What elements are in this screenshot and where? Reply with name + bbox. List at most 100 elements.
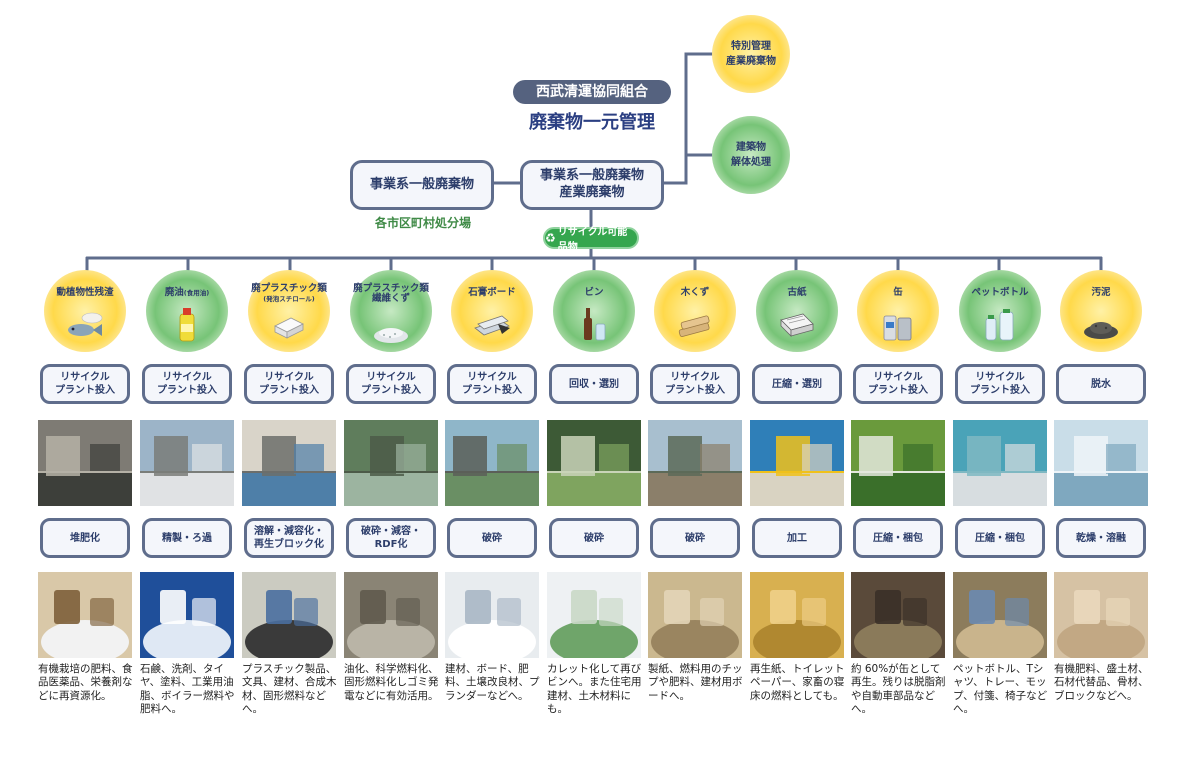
- branch-label-line1: 特別管理: [731, 41, 771, 52]
- process-step-2-label: 破砕・減容・ RDF化: [361, 526, 421, 550]
- process-step-2: 堆肥化: [40, 518, 130, 558]
- product-photo: [38, 572, 132, 658]
- branch-label-line2: 産業廃棄物: [726, 56, 776, 67]
- process-step-2-label: 精製・ろ過: [162, 532, 212, 544]
- category-name-line: 動植物性残渣: [56, 287, 114, 298]
- newspaper-icon: [777, 304, 817, 344]
- process-step-2-label: 加工: [787, 532, 807, 544]
- can-icon: [878, 304, 918, 344]
- category-label: 廃油(食用油): [146, 287, 228, 298]
- gypsum-board-icon: [472, 304, 512, 344]
- process-step-2-label: 堆肥化: [70, 532, 100, 544]
- process-photo: [750, 420, 844, 506]
- pet-bottle-icon: [980, 304, 1020, 344]
- main-box-line1: 事業系一般廃棄物: [539, 168, 644, 184]
- recycling-description: ペットボトル、Tシャツ、トレー、モップ、付箋、椅子などへ。: [953, 663, 1048, 716]
- process-step-1-label: リサイクル プラント投入: [259, 372, 319, 396]
- special-industrial-waste-node: 特別管理 産業廃棄物: [712, 15, 790, 93]
- category-label: 石膏ボード: [451, 287, 533, 298]
- category-name-line: ビン: [584, 287, 604, 298]
- category-name-line: 廃プラスチック類(発泡スチロール): [251, 283, 327, 304]
- category-node: 廃プラスチック類繊維くず: [350, 270, 432, 352]
- category-name-line: 汚泥: [1091, 287, 1111, 298]
- process-step-2-label: 乾燥・溶融: [1076, 532, 1126, 544]
- product-photo: [445, 572, 539, 658]
- product-photo: [1054, 572, 1148, 658]
- page-title: 廃棄物一元管理: [529, 112, 655, 133]
- oil-bottle-icon: [167, 304, 207, 344]
- category-label: ペットボトル: [959, 287, 1041, 298]
- category-node: 汚泥: [1060, 270, 1142, 352]
- process-step-1-label: 回収・選別: [569, 378, 619, 390]
- process-step-1-label: リサイクル プラント投入: [868, 372, 928, 396]
- process-photo: [445, 420, 539, 506]
- category-node: 廃プラスチック類(発泡スチロール): [248, 270, 330, 352]
- process-step-2: 破砕・減容・ RDF化: [346, 518, 436, 558]
- process-step-2-label: 破砕: [482, 532, 502, 544]
- sludge-icon: [1081, 304, 1121, 344]
- category-node: 石膏ボード: [451, 270, 533, 352]
- category-note: (発泡スチロール): [263, 295, 315, 304]
- process-step-2-label: 圧縮・梱包: [975, 532, 1025, 544]
- process-step-1-label: リサイクル プラント投入: [970, 372, 1030, 396]
- wood-icon: [675, 304, 715, 344]
- recycling-description: 約 60%が缶として再生。残りは脱脂剤や自動車部品などへ。: [851, 663, 946, 716]
- recycling-description: 有機栽培の肥料、食品医薬品、栄養剤などに再資源化。: [38, 663, 133, 702]
- fiber-pile-icon: [371, 308, 411, 348]
- process-photo: [648, 420, 742, 506]
- category-label: 汚泥: [1060, 287, 1142, 298]
- category-node: 動植物性残渣: [44, 270, 126, 352]
- process-step-1-label: リサイクル プラント投入: [665, 372, 725, 396]
- category-node: 木くず: [654, 270, 736, 352]
- process-photo: [953, 420, 1047, 506]
- process-step-2: 圧縮・梱包: [955, 518, 1045, 558]
- category-label: 木くず: [654, 287, 736, 298]
- category-node: 缶: [857, 270, 939, 352]
- municipal-disposal-label: 各市区町村処分場: [374, 216, 471, 230]
- process-step-2: 圧縮・梱包: [853, 518, 943, 558]
- process-photo: [38, 420, 132, 506]
- recycling-description: 建材、ボード、肥料、土壌改良材、プランダーなどへ。: [445, 663, 540, 702]
- category-label: 缶: [857, 287, 939, 298]
- category-name-line: 缶: [893, 287, 903, 298]
- process-photo: [242, 420, 336, 506]
- category-label: 廃プラスチック類(発泡スチロール): [248, 283, 330, 305]
- category-name-line: 古紙: [787, 287, 807, 298]
- process-photo: [547, 420, 641, 506]
- process-step-1: リサイクル プラント投入: [955, 364, 1045, 404]
- recycling-description: 油化、科学燃料化、固形燃料化しゴミ発電などに有効活用。: [344, 663, 439, 702]
- product-photo: [750, 572, 844, 658]
- category-name-line: 廃プラスチック類: [353, 283, 429, 294]
- recycling-description: 石鹸、洗剤、タイヤ、塗料、工業用油脂、ボイラー燃料や肥料へ。: [140, 663, 235, 716]
- recycling-description: 再生紙、トイレットペーパー、家畜の寝床の燃料としても。: [750, 663, 845, 702]
- building-demolition-node: 建築物 解体処理: [712, 116, 790, 194]
- process-step-1-label: リサイクル プラント投入: [157, 372, 217, 396]
- municipal-waste-box: 事業系一般廃棄物: [350, 160, 494, 210]
- category-label: 動植物性残渣: [44, 287, 126, 298]
- category-label: 廃プラスチック類繊維くず: [350, 283, 432, 305]
- product-photo: [953, 572, 1047, 658]
- process-step-2: 溶解・減容化・ 再生ブロック化: [244, 518, 334, 558]
- municipal-box-label: 事業系一般廃棄物: [369, 176, 474, 192]
- process-step-2: 破砕: [549, 518, 639, 558]
- process-step-1-label: リサイクル プラント投入: [361, 372, 421, 396]
- recycle-icon: ♻: [545, 231, 556, 245]
- fish-icon: [65, 304, 105, 344]
- product-photo: [344, 572, 438, 658]
- category-name-line: 繊維くず: [371, 293, 410, 305]
- category-name-line: 石膏ボード: [468, 287, 516, 298]
- process-step-1-label: 圧縮・選別: [772, 378, 822, 390]
- process-step-1: 回収・選別: [549, 364, 639, 404]
- recyclable-badge-label: リサイクル可能品物: [557, 227, 628, 253]
- process-step-1: リサイクル プラント投入: [244, 364, 334, 404]
- process-step-2: 加工: [752, 518, 842, 558]
- process-step-1: リサイクル プラント投入: [40, 364, 130, 404]
- process-step-2: 乾燥・溶融: [1056, 518, 1146, 558]
- category-note: (食用油): [183, 289, 210, 297]
- process-photo: [851, 420, 945, 506]
- category-label: 古紙: [756, 287, 838, 298]
- category-node: ビン: [553, 270, 635, 352]
- process-step-1-label: 脱水: [1091, 378, 1111, 390]
- process-step-1: リサイクル プラント投入: [142, 364, 232, 404]
